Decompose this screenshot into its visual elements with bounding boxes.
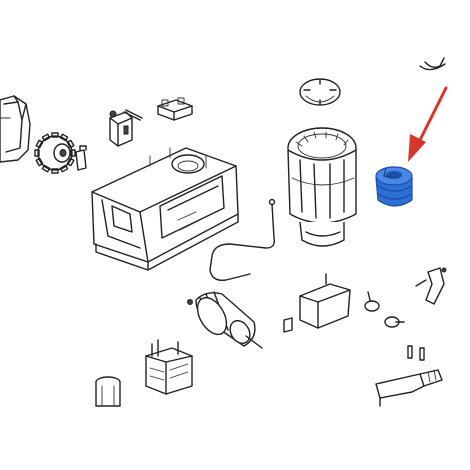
rotor-gear	[187, 291, 263, 349]
top-cap-partial	[419, 57, 446, 71]
end-stop	[415, 267, 447, 305]
small-clip	[75, 145, 87, 171]
terminal-block	[157, 97, 193, 121]
cover-plate	[283, 273, 351, 333]
red-arrow	[408, 86, 448, 162]
cross-plate	[299, 78, 341, 106]
blue-bushing	[375, 166, 413, 207]
screw-with-bracket	[109, 109, 143, 147]
pinion-gear	[34, 132, 76, 174]
sleeve	[95, 376, 121, 407]
gasket-cable	[209, 198, 276, 281]
release-lever	[375, 369, 443, 407]
small-screws	[364, 291, 405, 328]
pins	[407, 345, 425, 361]
motor-stator	[287, 127, 357, 247]
bracket-left	[0, 95, 31, 163]
gearbox-housing	[91, 147, 239, 271]
transformer	[145, 339, 193, 395]
